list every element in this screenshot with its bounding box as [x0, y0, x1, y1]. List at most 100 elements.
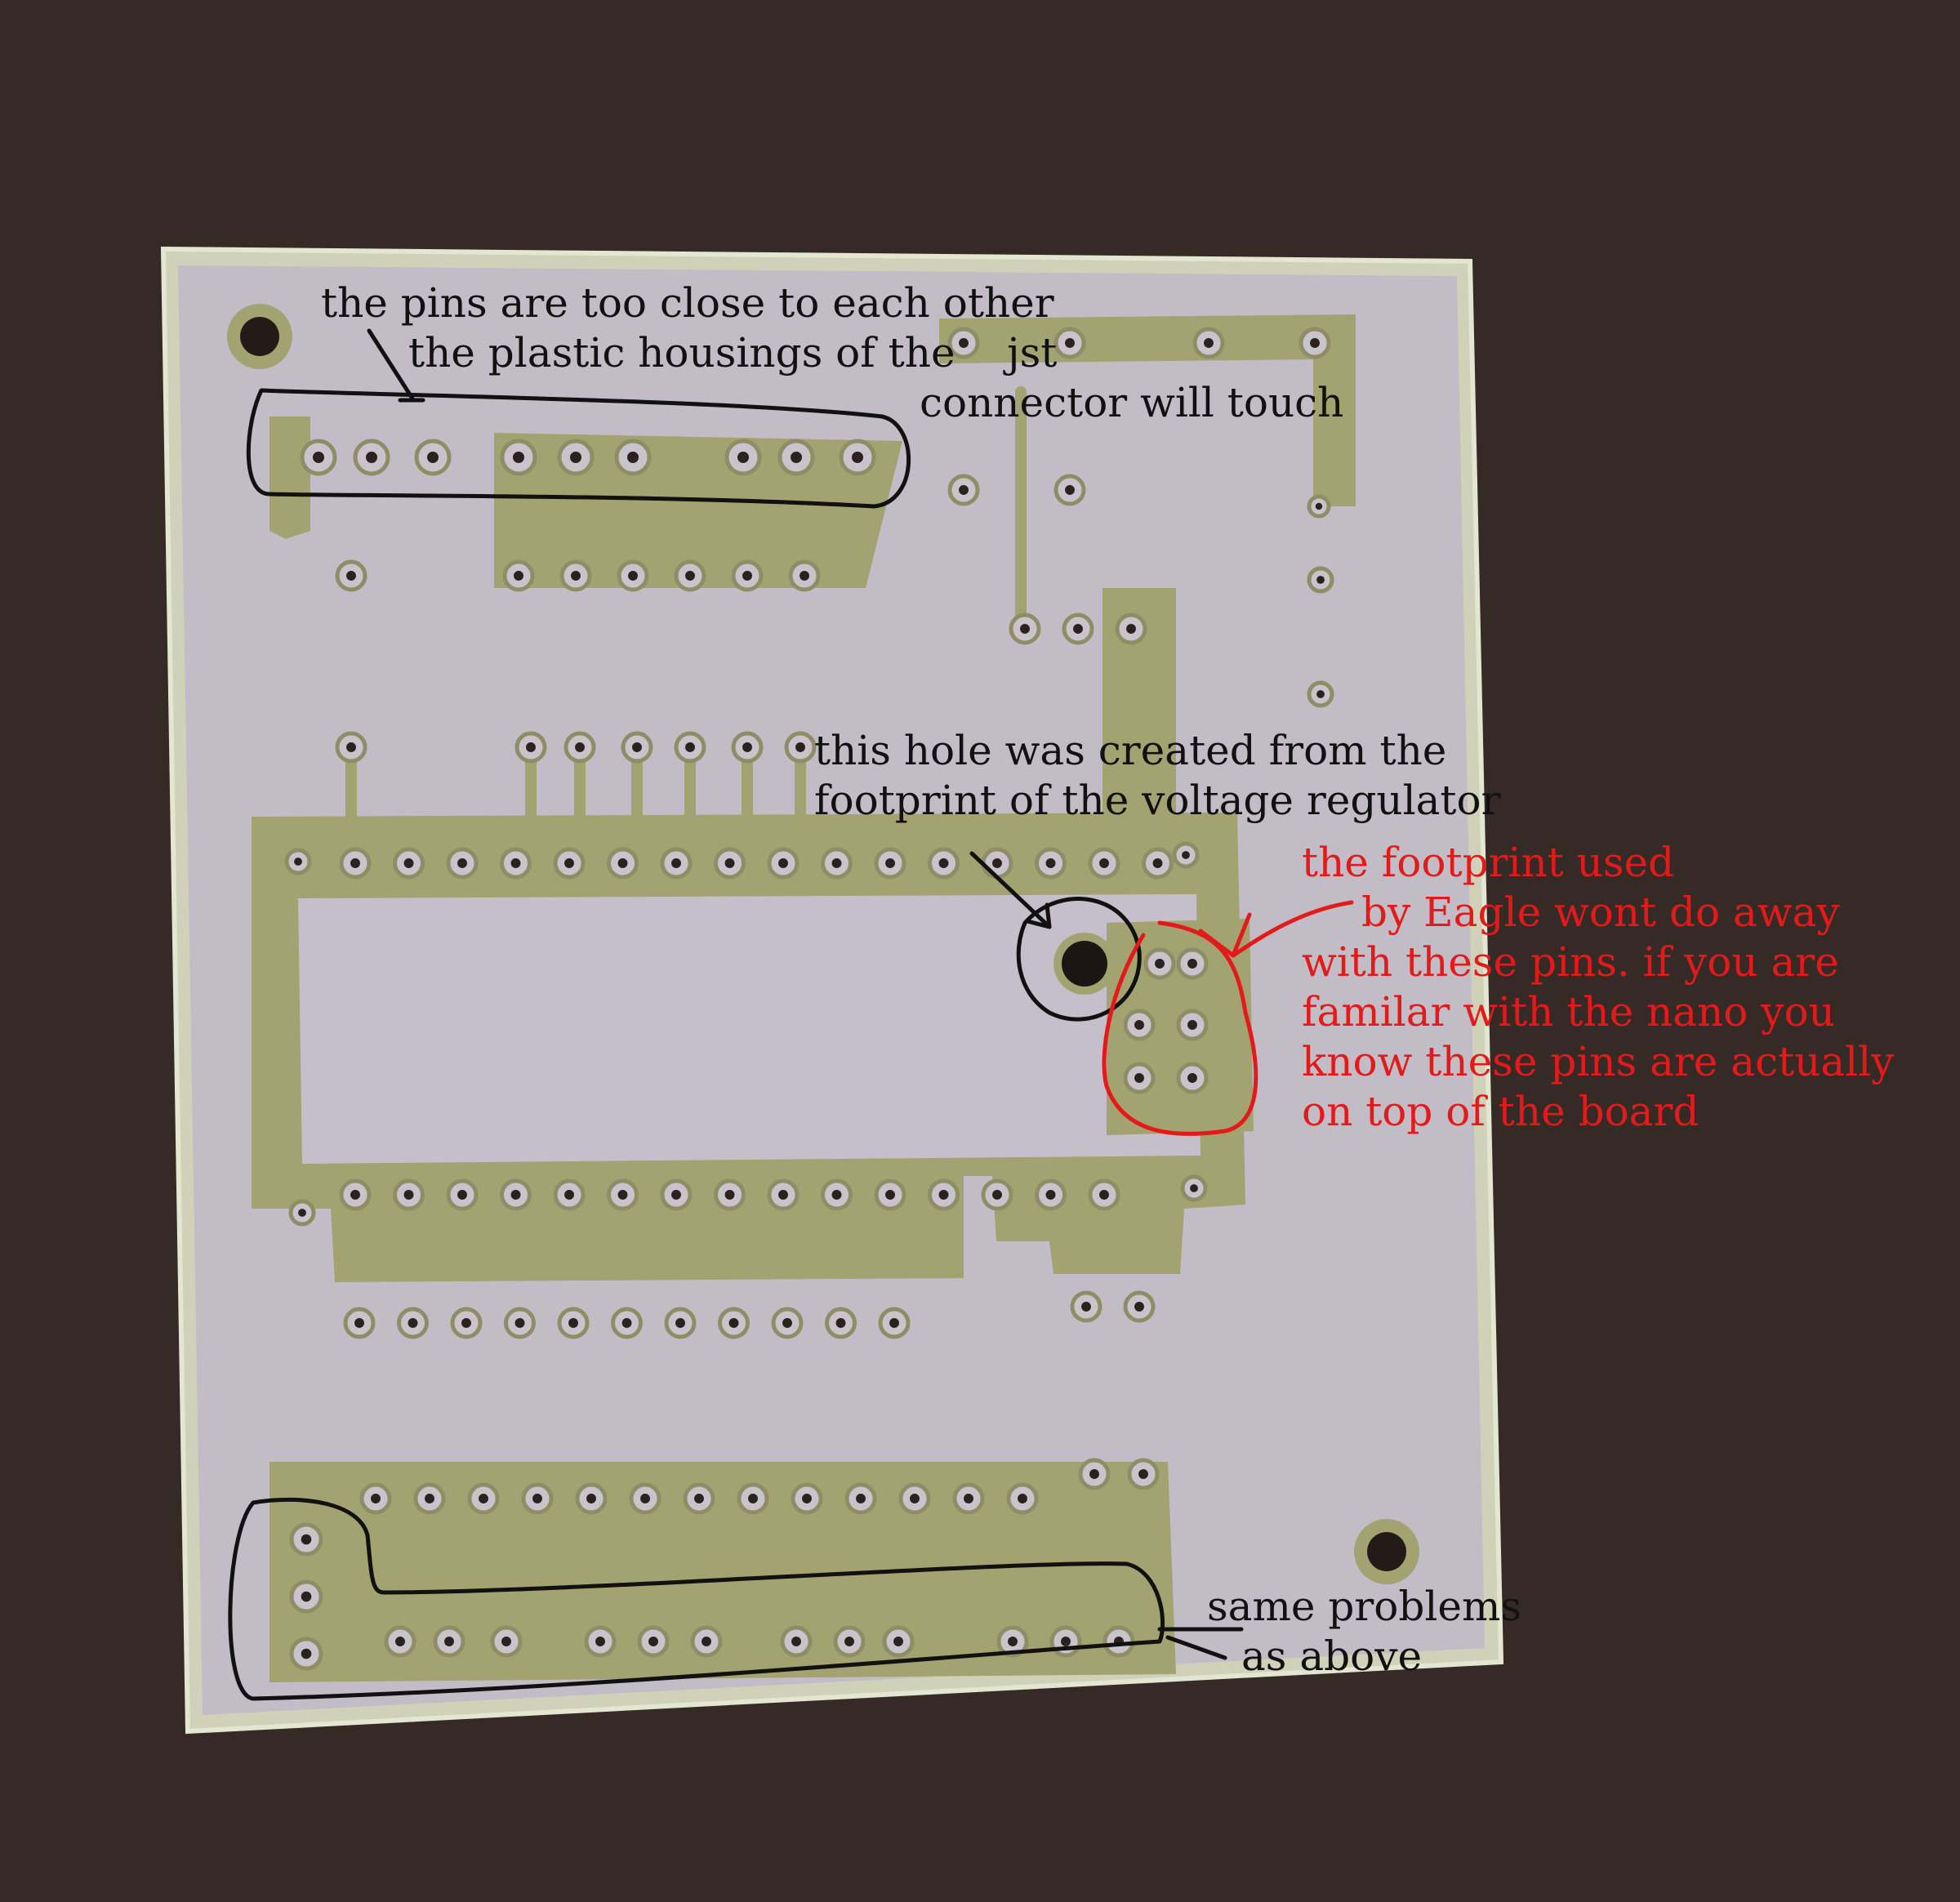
pad-hole: [782, 1318, 792, 1328]
pad-hole: [852, 452, 863, 463]
pad-hole: [938, 858, 949, 868]
pad-hole: [346, 742, 356, 752]
pad-hole: [570, 452, 581, 463]
pad-hole: [1187, 1020, 1197, 1030]
pad-hole: [510, 858, 521, 868]
marker-annotations-red: [1102, 900, 1354, 1136]
pad-hole: [1204, 338, 1214, 348]
annotation-footprint-line-4: familar with the nano you: [1302, 988, 1835, 1036]
pad-hole: [571, 571, 581, 581]
pad-hole: [1065, 485, 1075, 495]
pad-hole: [461, 1318, 471, 1328]
pad-hole: [514, 1318, 525, 1328]
pad-hole: [671, 1190, 681, 1200]
pad-hole: [795, 742, 805, 752]
pad-hole: [694, 1494, 704, 1503]
annotation-bottom: same problems as above: [1207, 1582, 1521, 1682]
pad-hole: [675, 1318, 685, 1328]
pad-hole: [844, 1637, 854, 1646]
pad-hole: [992, 858, 1002, 868]
pad-hole: [457, 858, 467, 868]
pad-hole: [1089, 1469, 1099, 1479]
annotation-hole: this hole was created from the footprint…: [814, 726, 1501, 826]
annotation-footprint-line-3: with these pins. if you are: [1302, 938, 1839, 986]
pad-hole: [800, 571, 809, 581]
pad-hole: [617, 858, 628, 868]
pad-hole: [425, 1494, 434, 1503]
left-region: [270, 416, 310, 539]
annotation-hole-line-2: footprint of the voltage regulator: [814, 777, 1501, 824]
pad-hole: [403, 1190, 414, 1200]
pad-hole: [1126, 624, 1136, 634]
pad-hole: [575, 742, 585, 752]
pad-hole: [1138, 1469, 1148, 1479]
pad-hole: [910, 1494, 920, 1503]
pad-hole: [568, 1318, 578, 1328]
pad-hole: [371, 1494, 381, 1503]
annotation-footprint: the footprint used by Eagle wont do away…: [1302, 838, 1894, 1137]
pad-hole: [346, 571, 356, 581]
pad-hole: [835, 1318, 846, 1328]
annotation-top-line-2: the plastic housings of the jst: [408, 329, 1058, 376]
pad-hole: [885, 1190, 895, 1200]
pad-hole: [1316, 690, 1325, 698]
pad-hole: [1134, 1020, 1144, 1030]
pad-hole: [621, 1318, 632, 1328]
pad-hole: [648, 1637, 658, 1646]
pad-hole: [628, 571, 638, 581]
pad-hole: [526, 742, 536, 752]
annotation-hole-line-1: this hole was created from the: [814, 727, 1447, 774]
hole-ring: [1016, 897, 1142, 1022]
pad-hole: [301, 1648, 312, 1659]
annotation-top-line-1: the pins are too close to each other: [321, 279, 1054, 327]
annotation-footprint-line-5: know these pins are actually: [1302, 1038, 1895, 1085]
pad-hole: [1045, 1190, 1056, 1200]
annotation-bottom-line-2: as above: [1241, 1633, 1423, 1680]
pad-hole: [479, 1494, 488, 1503]
pad-hole: [702, 1637, 711, 1646]
pad-hole: [778, 858, 788, 868]
bottom-pointer: [1157, 1627, 1244, 1660]
annotation-footprint-line-6: on top of the board: [1302, 1088, 1699, 1135]
pad-hole: [298, 1209, 306, 1217]
pad-hole: [640, 1494, 650, 1503]
pad-hole: [742, 571, 752, 581]
pad-hole: [737, 452, 749, 463]
pad-hole: [395, 1637, 405, 1646]
pad-hole: [724, 858, 735, 868]
pad-hole: [791, 452, 802, 463]
marker-annotations-black: [228, 328, 1244, 1701]
pad-hole: [1065, 338, 1075, 348]
pad-hole: [1315, 502, 1323, 510]
pad-hole: [354, 1318, 364, 1328]
pad-hole: [1018, 1494, 1027, 1503]
pad-hole: [1081, 1302, 1091, 1312]
bottom-connector-ring: [228, 1497, 1165, 1701]
pad-hole: [685, 571, 695, 581]
pad-hole: [301, 1591, 312, 1602]
annotation-top: the pins are too close to each other the…: [321, 278, 1343, 428]
pad-hole: [294, 857, 302, 866]
annotation-bottom-line-1: same problems: [1207, 1583, 1522, 1630]
pad-hole: [778, 1190, 788, 1200]
annotation-footprint-line-1: the footprint used: [1302, 839, 1675, 886]
pad-hole: [313, 452, 324, 463]
pad-hole: [728, 1318, 739, 1328]
nano-inner-area: [298, 894, 1200, 1164]
pad-hole: [1316, 576, 1325, 584]
pad-hole: [564, 1190, 574, 1200]
pad-hole: [791, 1637, 801, 1646]
pad-hole: [802, 1494, 812, 1503]
pad-hole: [831, 1190, 842, 1200]
pad-hole: [514, 571, 523, 581]
pad-hole: [959, 338, 969, 348]
pad-hole: [964, 1494, 973, 1503]
pad-hole: [1187, 959, 1197, 969]
red-pointer: [1198, 900, 1354, 958]
annotation-top-line-3: connector will touch: [920, 379, 1344, 426]
pad-hole: [427, 452, 439, 463]
top-pointer: [367, 328, 425, 403]
pad-hole: [1182, 851, 1190, 859]
pad-hole: [1020, 624, 1030, 634]
